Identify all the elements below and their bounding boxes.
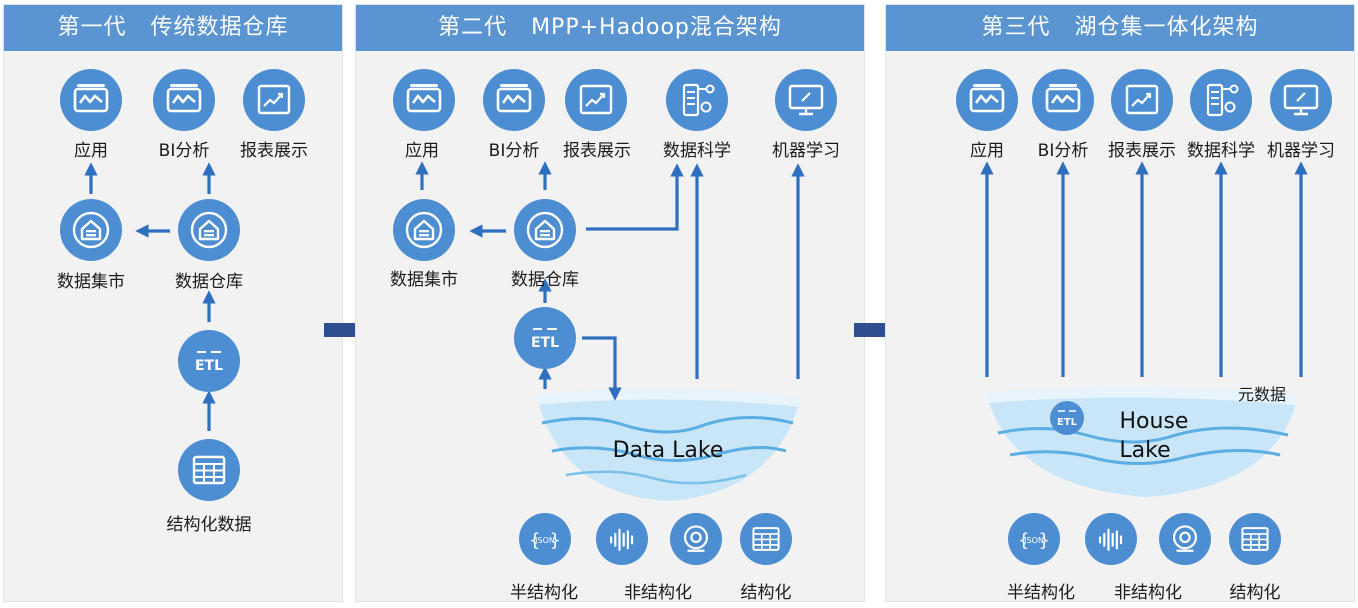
report-icon <box>243 69 305 131</box>
machine-learning-icon <box>1270 69 1332 131</box>
data-mart-icon <box>393 199 455 261</box>
gen1-mart-label: 数据集市 <box>57 272 125 292</box>
gen3-ml-label: 机器学习 <box>1267 141 1335 161</box>
table-icon <box>1229 513 1281 565</box>
bi-icon <box>483 69 545 131</box>
svg-text:{: { <box>529 530 540 551</box>
etl-icon: ETL <box>178 330 240 392</box>
app-icon <box>956 69 1018 131</box>
gen3-ds-label: 数据科学 <box>1187 141 1255 161</box>
data-warehouse-icon <box>178 199 240 261</box>
house-lake-shape: ETL House Lake <box>986 387 1298 497</box>
gen2-report-label: 报表展示 <box>563 141 631 161</box>
machine-learning-icon <box>775 69 837 131</box>
report-icon <box>1111 69 1173 131</box>
gen2-semi-label: 半结构化 <box>510 583 578 603</box>
svg-text:ETL: ETL <box>531 335 559 351</box>
gen3-semi-label: 半结构化 <box>1007 583 1075 603</box>
data-lake-label: Data Lake <box>613 438 724 463</box>
table-icon <box>740 513 792 565</box>
gen2-ds-label: 数据科学 <box>663 141 731 161</box>
camera-icon <box>670 513 722 565</box>
bi-icon <box>153 69 215 131</box>
gen3-structured-label: 结构化 <box>1229 583 1281 603</box>
gen2-title: 第二代 MPP+Hadoop混合架构 <box>356 5 864 51</box>
data-warehouse-icon <box>514 199 576 261</box>
bi-icon <box>1032 69 1094 131</box>
svg-text:JSON: JSON <box>1023 536 1044 545</box>
svg-text:}: } <box>1039 530 1050 551</box>
gen3-bi-label: BI分析 <box>1037 141 1089 161</box>
gen2-unstructured-label: 非结构化 <box>624 583 692 603</box>
gen3-report-label: 报表展示 <box>1108 141 1176 161</box>
data-mart-icon <box>60 199 122 261</box>
gen1-report-label: 报表展示 <box>240 141 308 161</box>
report-icon <box>565 69 627 131</box>
app-icon <box>60 69 122 131</box>
gen1-title: 第一代 传统数据仓库 <box>4 5 342 51</box>
gen2-structured-label: 结构化 <box>740 583 792 603</box>
gen1-dw-label: 数据仓库 <box>175 272 243 292</box>
gen2-arrows <box>415 161 805 401</box>
app-icon <box>393 69 455 131</box>
svg-text:JSON: JSON <box>534 536 555 545</box>
gen3-panel: 第三代 湖仓集一体化架构 ETL House Lake 应用 BI分析 报表展示… <box>885 4 1355 603</box>
waveform-icon <box>596 513 648 565</box>
svg-text:}: } <box>550 530 561 551</box>
json-icon: { } JSON <box>1008 513 1060 565</box>
camera-icon <box>1159 513 1211 565</box>
metadata-label: 元数据 <box>1237 385 1287 404</box>
house-lake-label-2: Lake <box>1119 438 1170 463</box>
gen3-title: 第三代 湖仓集一体化架构 <box>886 5 1354 51</box>
data-lake-shape: Data Lake <box>536 389 801 501</box>
data-science-icon <box>666 69 728 131</box>
json-icon: { } JSON <box>519 513 571 565</box>
gen1-structured-label: 结构化数据 <box>166 515 252 535</box>
gen3-arrows <box>980 161 1308 377</box>
gen1-bi-label: BI分析 <box>158 141 210 161</box>
etl-icon: ETL <box>514 307 576 369</box>
gen3-unstructured-label: 非结构化 <box>1114 583 1182 603</box>
gen2-panel: 第二代 MPP+Hadoop混合架构 Data Lake 应用 BI分析 报表展… <box>355 4 865 603</box>
gen1-panel: 第一代 传统数据仓库 应用 BI分析 报表展示 数据集市 数据仓库 ETL 结构… <box>3 4 343 602</box>
gen2-bi-label: BI分析 <box>488 141 540 161</box>
gen2-dw-label: 数据仓库 <box>511 270 579 290</box>
gen1-app-label: 应用 <box>74 141 108 161</box>
svg-text:ETL: ETL <box>1057 417 1078 428</box>
structured-data-icon <box>178 439 240 501</box>
gen1-arrows <box>84 162 216 431</box>
data-science-icon <box>1190 69 1252 131</box>
svg-text:{: { <box>1018 530 1029 551</box>
gen2-ml-label: 机器学习 <box>772 141 840 161</box>
gen2-mart-label: 数据集市 <box>390 270 458 290</box>
svg-text:ETL: ETL <box>195 358 223 374</box>
waveform-icon <box>1085 513 1137 565</box>
gen2-app-label: 应用 <box>405 141 439 161</box>
house-lake-label-1: House <box>1120 409 1189 434</box>
gen3-app-label: 应用 <box>970 141 1004 161</box>
